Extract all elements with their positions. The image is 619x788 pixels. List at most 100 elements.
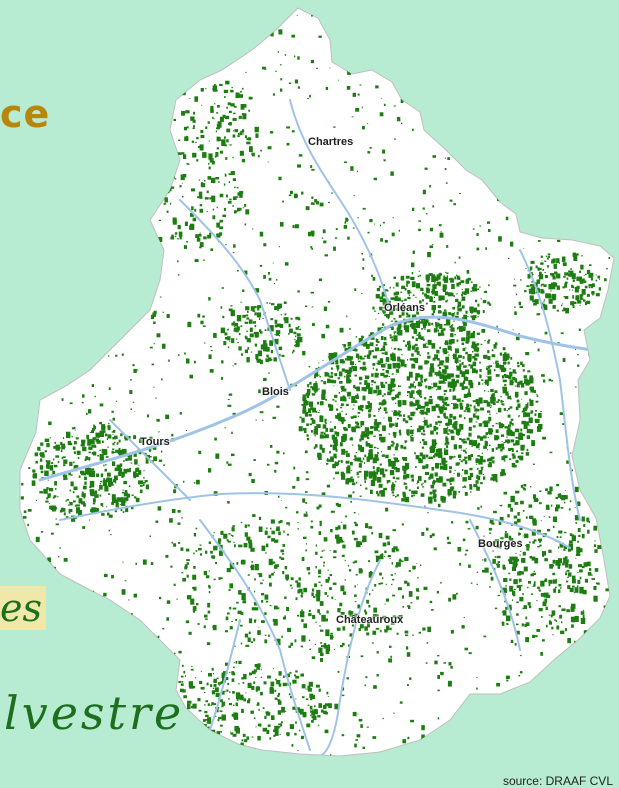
forest-patch bbox=[535, 265, 538, 269]
forest-patch bbox=[383, 417, 385, 419]
forest-patch bbox=[322, 704, 327, 708]
forest-patch bbox=[348, 494, 352, 499]
forest-patch bbox=[579, 279, 584, 284]
forest-patch bbox=[47, 79, 49, 81]
forest-patch bbox=[245, 644, 250, 647]
forest-patch bbox=[80, 78, 83, 81]
forest-patch bbox=[276, 638, 281, 646]
forest-patch bbox=[274, 334, 276, 336]
forest-patch bbox=[89, 355, 92, 358]
forest-patch bbox=[229, 562, 235, 570]
forest-patch bbox=[455, 298, 459, 302]
forest-patch bbox=[488, 229, 491, 232]
forest-patch bbox=[362, 267, 365, 270]
forest-patch bbox=[207, 176, 212, 180]
forest-patch bbox=[258, 516, 261, 520]
forest-patch bbox=[576, 276, 580, 281]
forest-patch bbox=[578, 276, 583, 282]
forest-patch bbox=[325, 427, 328, 432]
forest-patch bbox=[487, 341, 490, 344]
forest-patch bbox=[244, 752, 248, 755]
forest-patch bbox=[82, 446, 87, 452]
forest-patch bbox=[539, 271, 542, 276]
forest-patch bbox=[473, 405, 476, 409]
forest-patch bbox=[282, 570, 285, 575]
forest-patch bbox=[309, 423, 313, 426]
forest-patch bbox=[462, 380, 466, 384]
forest-patch bbox=[122, 511, 125, 513]
forest-patch bbox=[278, 531, 281, 536]
forest-patch bbox=[354, 288, 357, 291]
forest-patch bbox=[445, 182, 448, 184]
forest-patch bbox=[319, 401, 324, 406]
forest-patch bbox=[586, 301, 590, 305]
forest-patch bbox=[391, 583, 393, 586]
forest-patch bbox=[514, 306, 516, 308]
forest-patch bbox=[341, 388, 347, 392]
forest-patch bbox=[281, 706, 285, 713]
forest-patch bbox=[606, 638, 609, 640]
forest-patch bbox=[347, 341, 352, 347]
forest-patch bbox=[97, 759, 99, 761]
forest-patch bbox=[431, 313, 433, 315]
forest-patch bbox=[548, 620, 551, 622]
forest-patch bbox=[482, 559, 484, 561]
forest-patch bbox=[436, 358, 440, 361]
forest-patch bbox=[38, 224, 41, 226]
forest-patch bbox=[253, 459, 256, 461]
forest-patch bbox=[241, 353, 243, 356]
forest-patch bbox=[437, 503, 441, 508]
forest-patch bbox=[392, 431, 397, 436]
forest-patch bbox=[179, 412, 182, 415]
forest-patch bbox=[452, 355, 454, 356]
forest-patch bbox=[421, 725, 425, 731]
forest-patch bbox=[295, 580, 299, 583]
forest-patch bbox=[106, 629, 111, 634]
forest-patch bbox=[409, 677, 412, 680]
forest-patch bbox=[470, 491, 472, 493]
forest-patch bbox=[390, 381, 395, 388]
forest-patch bbox=[210, 684, 213, 688]
forest-patch bbox=[143, 15, 145, 17]
forest-patch bbox=[60, 441, 63, 446]
forest-patch bbox=[472, 330, 475, 334]
forest-patch bbox=[93, 425, 96, 430]
forest-patch bbox=[569, 540, 573, 544]
forest-patch bbox=[443, 85, 447, 89]
forest-patch bbox=[359, 438, 362, 442]
forest-patch bbox=[77, 290, 78, 291]
forest-patch bbox=[251, 479, 255, 483]
forest-patch bbox=[524, 391, 528, 396]
forest-patch bbox=[144, 50, 147, 54]
forest-patch bbox=[332, 582, 337, 585]
forest-patch bbox=[444, 396, 449, 401]
forest-patch bbox=[581, 289, 586, 295]
forest-patch bbox=[360, 724, 363, 728]
forest-patch bbox=[47, 479, 49, 481]
forest-patch bbox=[272, 262, 274, 264]
forest-patch bbox=[564, 671, 567, 675]
forest-patch bbox=[421, 38, 423, 40]
forest-patch bbox=[244, 349, 248, 354]
forest-patch bbox=[230, 305, 233, 307]
forest-patch bbox=[233, 666, 235, 669]
forest-patch bbox=[488, 458, 493, 462]
forest-patch bbox=[342, 544, 346, 549]
forest-patch bbox=[376, 362, 379, 365]
forest-patch bbox=[286, 533, 289, 536]
forest-patch bbox=[273, 571, 276, 573]
forest-patch bbox=[500, 434, 505, 437]
forest-patch bbox=[81, 493, 86, 498]
forest-patch bbox=[583, 524, 586, 527]
forest-patch bbox=[106, 135, 110, 138]
forest-patch bbox=[62, 456, 66, 458]
forest-patch bbox=[477, 303, 480, 307]
forest-patch bbox=[241, 559, 246, 565]
forest-patch bbox=[373, 415, 376, 417]
forest-patch bbox=[392, 352, 394, 354]
forest-patch bbox=[48, 487, 54, 492]
forest-patch bbox=[82, 485, 87, 490]
forest-patch bbox=[261, 620, 265, 623]
forest-patch bbox=[330, 367, 333, 370]
forest-patch bbox=[344, 32, 347, 36]
